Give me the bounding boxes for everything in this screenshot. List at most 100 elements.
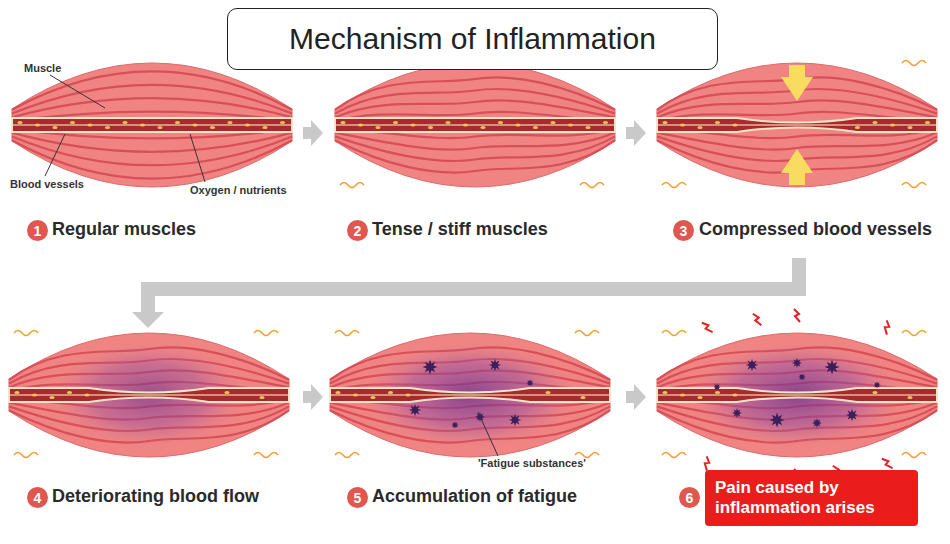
blood-vessel: [330, 388, 610, 402]
nutrient-dot: [715, 391, 720, 394]
nutrient-dot: [370, 396, 375, 399]
nutrient-dot: [340, 121, 345, 124]
part-label: 'Fatigue substances': [478, 457, 586, 469]
fatigue-substance: [825, 360, 840, 375]
nutrient-dot: [70, 121, 75, 124]
tension-squiggle: [14, 331, 38, 336]
blood-vessel: [657, 388, 937, 402]
tension-squiggle: [14, 453, 38, 458]
nutrient-dot: [393, 121, 398, 124]
step-caption: Regular muscles: [52, 219, 196, 240]
nutrient-dot: [405, 393, 410, 396]
step-number: 3: [680, 223, 688, 239]
nutrient-dot: [157, 126, 162, 129]
fatigue-substance: [798, 373, 806, 381]
nutrient-dot: [890, 123, 895, 126]
step-number: 6: [686, 490, 694, 506]
fatigue-substance: [792, 358, 802, 368]
nutrient-dot: [259, 396, 264, 399]
blood-vessel: [335, 118, 615, 132]
muscle-figure: [330, 331, 610, 458]
tension-squiggle: [254, 453, 278, 458]
nutrient-dot: [872, 121, 877, 124]
tension-squiggle: [335, 331, 359, 336]
pain-spark: [881, 320, 892, 334]
nutrient-dot: [480, 126, 485, 129]
result-text: Pain caused by inflammation arises: [715, 478, 908, 518]
blood-vessel: [12, 118, 292, 132]
flow-arrows: [132, 120, 806, 410]
nutrient-dot: [545, 391, 550, 394]
muscle-outline: [657, 333, 937, 457]
pain-spark: [794, 309, 800, 322]
nutrient-dot: [732, 393, 737, 396]
callout-number: 1: [27, 220, 48, 241]
callout-number: 4: [27, 487, 48, 508]
nutrient-dot: [907, 126, 912, 129]
fatigue-substance: [509, 414, 522, 427]
nutrient-dot: [732, 123, 737, 126]
muscle-outline: [330, 333, 610, 457]
nutrient-dot: [428, 126, 433, 129]
step-caption: Tense / stiff muscles: [372, 219, 548, 240]
vessel-core: [330, 394, 610, 396]
nutrient-dot: [662, 391, 667, 394]
nutrient-dot: [585, 126, 590, 129]
fatigue-substance: [423, 360, 438, 375]
muscle-fibre: [657, 133, 937, 150]
muscle-outline: [335, 63, 615, 187]
nutrient-dot: [697, 126, 702, 129]
nutrient-dot: [140, 123, 145, 126]
step-caption: Compressed blood vessels: [699, 219, 932, 240]
nutrient-dot: [175, 121, 180, 124]
muscle-figure: [657, 309, 937, 482]
nutrient-dot: [67, 391, 72, 394]
pain-spark: [702, 320, 713, 334]
nutrient-dot: [680, 393, 685, 396]
nutrient-dot: [32, 393, 37, 396]
tension-squiggle: [662, 331, 686, 336]
step-number: 2: [354, 223, 362, 239]
nutrient-dot: [262, 126, 267, 129]
fatigue-substance: [746, 359, 759, 372]
fatigue-substance: [713, 383, 721, 391]
nutrient-dot: [872, 391, 877, 394]
muscle-figure: [335, 61, 615, 188]
fatigue-substance: [526, 379, 534, 387]
part-label: Blood vessels: [10, 178, 84, 190]
callout-number: 2: [347, 220, 368, 241]
nutrient-dot: [353, 393, 358, 396]
pain-spark: [753, 313, 762, 327]
nutrient-dot: [715, 121, 720, 124]
nutrient-dot: [280, 121, 285, 124]
muscle-fibre: [335, 140, 615, 172]
fatigue-substance: [812, 418, 822, 428]
blood-vessel: [657, 118, 937, 132]
vessel-core: [657, 394, 937, 396]
nutrient-dot: [17, 121, 22, 124]
nutrient-dot: [550, 121, 555, 124]
callout-number: 6: [679, 487, 700, 508]
part-label: Oxygen / nutrients: [190, 184, 287, 196]
pain-spark: [701, 456, 712, 470]
vessel-core: [12, 124, 292, 126]
tension-squiggle: [902, 183, 926, 188]
nutrient-dot: [14, 391, 19, 394]
result-box: Pain caused by inflammation arises: [705, 470, 918, 526]
fatigue-substance: [770, 413, 785, 428]
nutrient-dot: [603, 121, 608, 124]
fatigue-substance: [489, 359, 502, 372]
fatigue-substance: [451, 421, 459, 429]
nutrient-dot: [445, 121, 450, 124]
muscle-fibre: [12, 71, 292, 109]
nutrient-dot: [358, 123, 363, 126]
nutrient-dot: [105, 126, 110, 129]
muscle-figure: [12, 63, 292, 187]
nutrient-dot: [224, 391, 229, 394]
tension-squiggle: [575, 453, 599, 458]
leader-lines: [45, 75, 498, 456]
blood-vessel: [9, 388, 289, 402]
vessel-core: [335, 124, 615, 126]
nutrient-dot: [335, 391, 340, 394]
